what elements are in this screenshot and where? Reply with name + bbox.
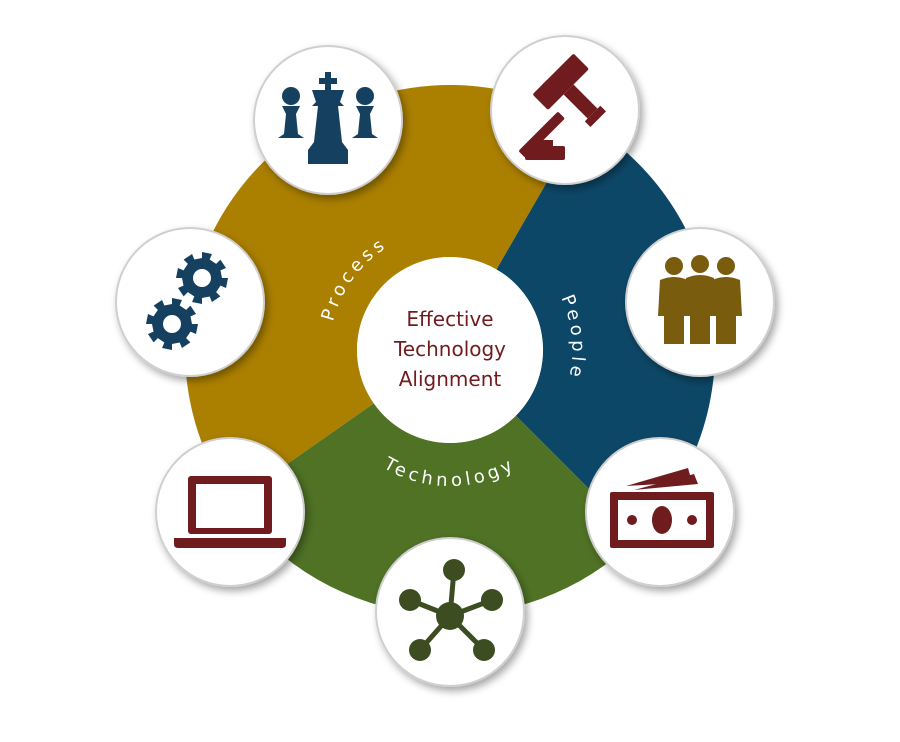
gavel-badge bbox=[490, 35, 640, 185]
segment-process bbox=[185, 85, 583, 502]
money-icon bbox=[610, 468, 714, 548]
chess-pieces-icon bbox=[278, 72, 378, 164]
chess-pieces-badge bbox=[253, 45, 403, 195]
gears-icon bbox=[146, 252, 228, 350]
center-text-line-1: Effective bbox=[406, 307, 493, 331]
segment-people bbox=[496, 120, 716, 538]
network-badge bbox=[375, 537, 525, 687]
center-text-line-2: Technology bbox=[393, 337, 506, 361]
gear-large-icon bbox=[176, 252, 228, 304]
laptop-badge bbox=[155, 437, 305, 587]
gears-badge bbox=[115, 227, 265, 377]
money-badge bbox=[585, 437, 735, 587]
gavel-icon bbox=[519, 54, 607, 160]
segment-technology bbox=[232, 403, 638, 615]
people-badge bbox=[625, 227, 775, 377]
center-circle bbox=[357, 257, 543, 443]
laptop-icon bbox=[174, 476, 286, 548]
network-hub-icon bbox=[399, 559, 503, 661]
gear-small-icon bbox=[146, 298, 198, 350]
center-text-line-3: Alignment bbox=[399, 367, 502, 391]
people-group-icon bbox=[658, 255, 742, 344]
